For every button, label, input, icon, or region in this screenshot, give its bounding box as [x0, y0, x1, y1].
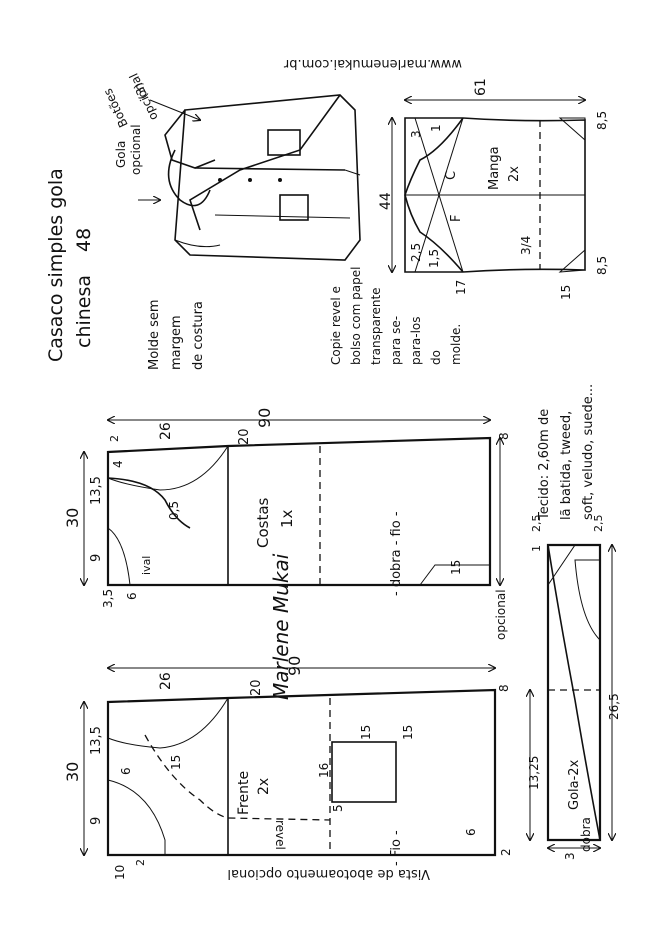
front-dim-armhole: 26	[158, 672, 174, 690]
sleeve-val-34: 3/4	[519, 236, 533, 255]
sleeve-val-3: 3	[409, 130, 423, 138]
front-dim-shoulder: 13,5	[89, 726, 104, 755]
back-dim-side: 20	[237, 428, 252, 445]
front-dim-hem8: 8	[497, 684, 511, 692]
sleeve-dim-bottom85: 8,5	[595, 256, 609, 275]
notes-tecido: Tecido: 2,60m de lã batida, tweed, soft,…	[537, 384, 596, 521]
title-size: 48	[73, 228, 95, 252]
front-dim-curve15: 15	[169, 755, 183, 770]
back-dobra-fio: - dobra - fio -	[389, 511, 404, 596]
sleeve-val-15: 1,5	[427, 249, 441, 268]
front-dim-neck10: 10	[113, 865, 127, 880]
back-dim-length: 90	[255, 408, 274, 428]
front-dim-pocketpos: 15	[359, 725, 373, 740]
back-dim-neck35: 3,5	[101, 589, 115, 608]
collar-name: Gola-2x	[567, 759, 582, 810]
front-dim-pocketh: 15	[401, 725, 415, 740]
sleeve-dim-length: 44	[378, 192, 394, 210]
front-dim-pocketmargin: 5	[331, 804, 345, 812]
svg-text:margem: margem	[169, 315, 184, 370]
notes-copie: Copie revel e bolso com papel transparen…	[329, 267, 463, 365]
sketch-label-opcional2: opcional	[127, 71, 161, 123]
front-dim-length: 90	[285, 656, 304, 676]
front-fio: - Fio -	[389, 830, 404, 866]
svg-text:transparente: transparente	[369, 287, 383, 365]
notes-molde: Molde sem margem de costura	[147, 299, 206, 370]
sleeve-val-17: 17	[454, 280, 468, 295]
front-dim-pocketw: 16	[317, 763, 331, 778]
svg-text:para se-: para se-	[389, 316, 403, 365]
sleeve-val-1: 1	[429, 124, 443, 132]
front-dim-width: 30	[63, 762, 82, 782]
sleeve-label-C: C	[444, 171, 459, 180]
sketch-label-botoes: Botões	[101, 86, 131, 129]
front-vista: Vista de abotoamento opcional	[227, 866, 430, 881]
back-dim-small2: 2	[108, 435, 121, 442]
front-dim-neck: 9	[89, 817, 104, 825]
back-dim-neck: 9	[89, 554, 104, 562]
sleeve-name: Manga	[487, 146, 502, 190]
collar-right265: 26,5	[607, 693, 621, 720]
front-dim-hem6: 6	[464, 828, 478, 836]
front-dim-neck6: 6	[119, 767, 133, 775]
sleeve-dim-cap: 61	[473, 78, 489, 96]
jacket-sketch: Gola opcional Botões (3) opcional	[101, 71, 361, 261]
back-dim-shoulder: 13,5	[89, 476, 104, 505]
back-dim-neck6: 6	[125, 592, 139, 600]
sleeve-qty: 2x	[507, 166, 522, 182]
svg-text:de costura: de costura	[191, 301, 206, 370]
back-name: Costas	[254, 497, 272, 548]
collar-piece: Gola-2x dobra 2,5 2,5 1 13,25 26,5 3	[527, 515, 621, 860]
front-dim-small2: 2	[134, 859, 147, 866]
title-block: Casaco simples gola chinesa 48	[45, 168, 95, 362]
collar-bottom3: 3	[563, 852, 577, 860]
svg-text:Tecido: 2,60m de: Tecido: 2,60m de	[537, 409, 552, 521]
collar-top25a: 2,5	[530, 515, 543, 533]
back-dim-dart: 0,5	[167, 501, 181, 520]
sketch-label-opcional1: opcional	[129, 124, 143, 175]
front-qty: 2x	[256, 778, 272, 795]
svg-text:lã batida, tweed,: lã batida, tweed,	[559, 411, 574, 520]
back-dim-hem15: 15	[449, 560, 463, 575]
back-dim-width: 30	[63, 508, 82, 528]
svg-text:bolso com papel: bolso com papel	[349, 267, 363, 365]
svg-text:Molde sem: Molde sem	[147, 299, 162, 370]
sketch-label-3: (3)	[131, 80, 151, 101]
front-piece: Frente 2x revel - Fio - Vista de abotoam…	[63, 656, 513, 881]
svg-text:do: do	[429, 350, 443, 365]
back-dim-dartlabel: ival	[140, 556, 153, 575]
title-line1: Casaco simples gola	[45, 168, 67, 362]
front-revel: revel	[273, 820, 287, 850]
back-qty: 1x	[278, 509, 296, 528]
collar-left1325: 13,25	[527, 756, 541, 790]
front-name: Frente	[236, 771, 252, 815]
front-dim-hem2: 2	[499, 848, 513, 856]
website-url: www.marlenemukai.com.br	[283, 56, 462, 71]
sleeve-label-F: F	[449, 215, 464, 222]
title-line2: chinesa	[73, 275, 95, 348]
back-piece: Costas 1x - dobra - fio - opcional 30 9 …	[63, 408, 511, 640]
sleeve-val-25: 2,5	[409, 243, 423, 262]
back-dim-hem8: 8	[497, 432, 511, 440]
collar-top1: 1	[530, 545, 543, 552]
sketch-label-gola: Gola	[114, 141, 128, 168]
svg-text:Copie revel e: Copie revel e	[329, 286, 343, 365]
signature: Marlene Mukai	[269, 553, 293, 700]
sleeve-dim-top85: 8,5	[595, 111, 609, 130]
sleeve-piece: 61 44 8,5 8,5 3 1 2,5 1,5 17 15 3/4 F C …	[378, 78, 609, 300]
svg-text:para-los: para-los	[409, 316, 423, 365]
collar-dobra: dobra	[579, 817, 593, 852]
back-dim-drop4: 4	[111, 460, 125, 468]
back-opcional: opcional	[494, 589, 508, 640]
back-dim-armhole: 26	[158, 422, 174, 440]
svg-text:molde.: molde.	[449, 324, 463, 365]
collar-top25b: 2,5	[592, 515, 605, 533]
front-dim-side: 20	[249, 679, 264, 696]
svg-text:soft, veludo, suede...: soft, veludo, suede...	[581, 384, 596, 520]
sleeve-hem-15: 15	[559, 285, 573, 300]
front-pocket	[331, 741, 397, 803]
